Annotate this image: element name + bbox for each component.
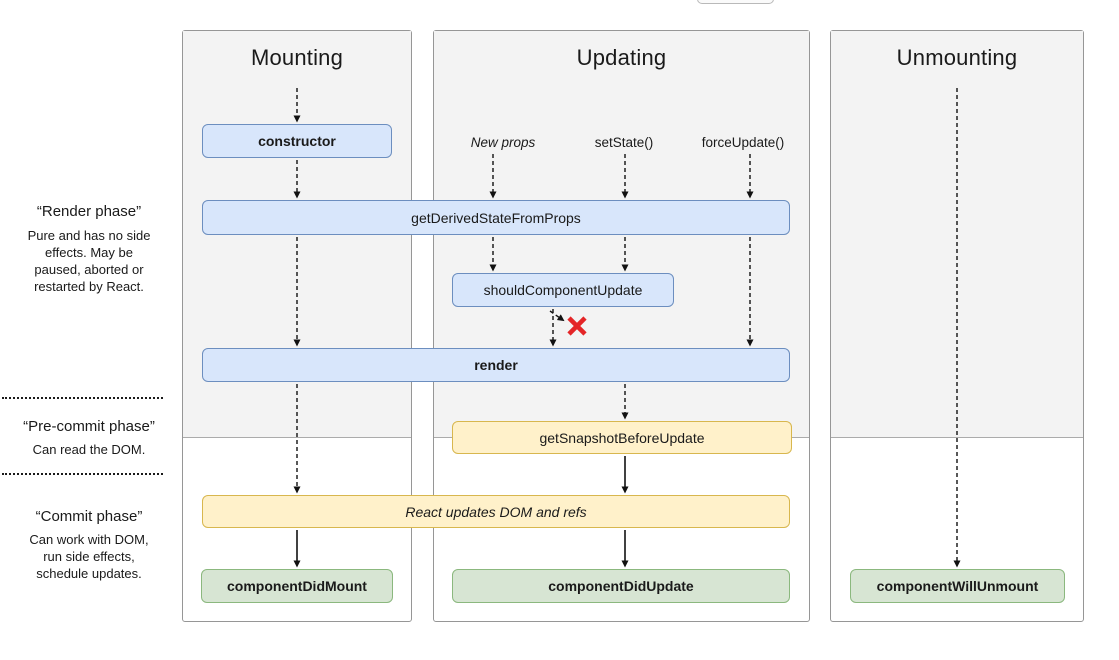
- trigger-new-props: New props: [470, 135, 536, 150]
- render-phase-background: [831, 31, 1083, 438]
- commit-phase-label: “Commit phase”: [35, 508, 143, 525]
- pre-commit-phase-description: Can read the DOM.: [32, 442, 146, 457]
- box-should-component-update-label: shouldComponentUpdate: [483, 282, 643, 298]
- box-react-updates-dom-and-refs-label: React updates DOM and refs: [405, 503, 587, 520]
- render-phase-label: “Render phase”: [36, 203, 142, 220]
- column-title-unmounting: Unmounting: [896, 45, 1018, 70]
- box-get-derived-state-from-props-label: getDerivedStateFromProps: [411, 209, 581, 226]
- trigger-set-state: setState(): [594, 135, 654, 150]
- column-title-mounting: Mounting: [250, 45, 344, 70]
- pre-commit-phase-label: “Pre-commit phase”: [23, 418, 155, 435]
- column-mounting: Mounting: [182, 30, 412, 622]
- box-component-did-update-label: componentDidUpdate: [548, 578, 694, 594]
- box-component-will-unmount[interactable]: componentWillUnmount: [850, 569, 1065, 603]
- trigger-force-update: forceUpdate(): [701, 135, 785, 150]
- column-title-updating: Updating: [576, 45, 667, 70]
- box-component-did-mount-label: componentDidMount: [227, 578, 367, 594]
- box-constructor-label: constructor: [258, 133, 336, 149]
- box-constructor[interactable]: constructor: [202, 124, 392, 158]
- box-get-snapshot-before-update-label: getSnapshotBeforeUpdate: [539, 429, 705, 446]
- column-updating: Updating: [433, 30, 810, 622]
- box-component-did-update[interactable]: componentDidUpdate: [452, 569, 790, 603]
- top-edge-partial-pill[interactable]: [697, 0, 774, 4]
- box-get-derived-state-from-props[interactable]: getDerivedStateFromProps: [202, 200, 790, 235]
- phase-separator-dotted: [2, 473, 163, 475]
- box-get-snapshot-before-update[interactable]: getSnapshotBeforeUpdate: [452, 421, 792, 454]
- box-render-label: render: [474, 357, 518, 373]
- render-phase-description: Pure and has no side effects. May be pau…: [27, 228, 151, 294]
- box-react-updates-dom-and-refs: React updates DOM and refs: [202, 495, 790, 528]
- box-render[interactable]: render: [202, 348, 790, 382]
- commit-phase-description: Can work with DOM, run side effects, sch…: [29, 532, 149, 581]
- box-component-will-unmount-label: componentWillUnmount: [876, 578, 1039, 594]
- box-should-component-update[interactable]: shouldComponentUpdate: [452, 273, 674, 307]
- box-component-did-mount[interactable]: componentDidMount: [201, 569, 393, 603]
- column-unmounting: Unmounting: [830, 30, 1084, 622]
- phase-separator-dotted: [2, 397, 163, 399]
